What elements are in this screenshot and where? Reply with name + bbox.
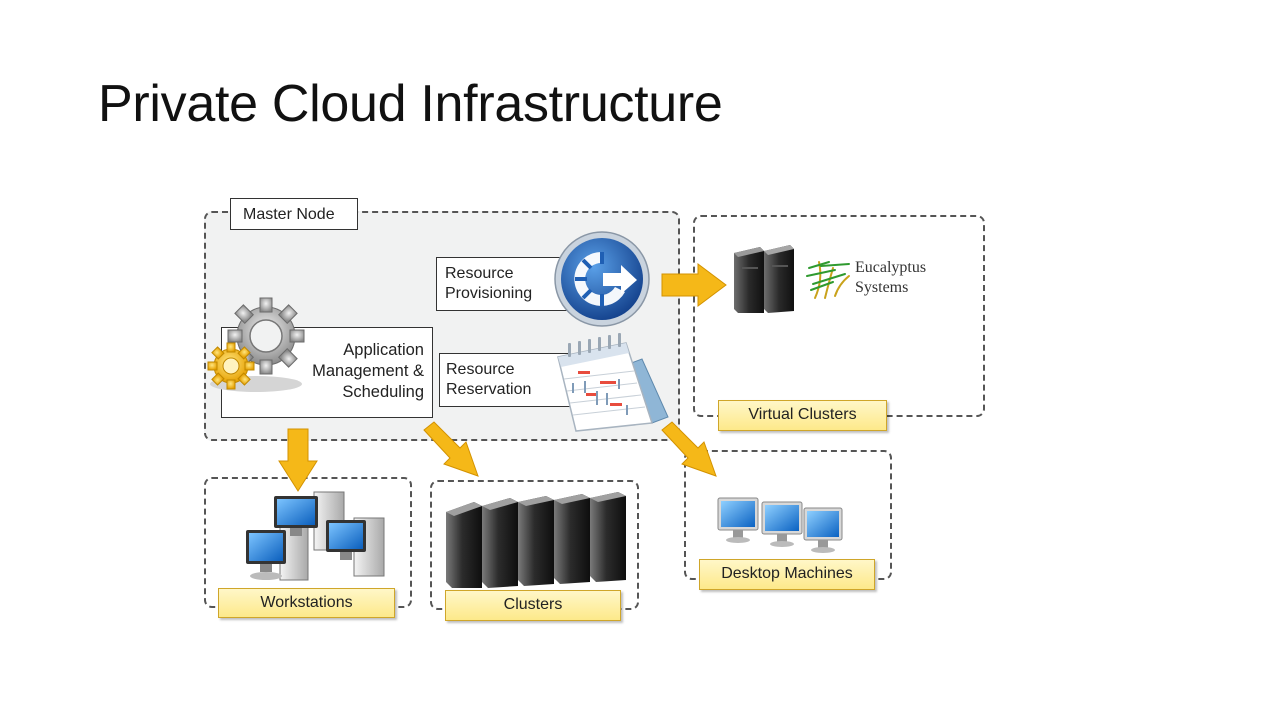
monitor-icon	[717, 497, 843, 553]
server-tower-icon	[446, 492, 626, 588]
arrow-to-workstations-icon	[278, 428, 318, 492]
virtual-clusters-region	[693, 215, 985, 417]
workstations-label: Workstations	[218, 588, 395, 618]
arrow-to-clusters-icon	[423, 421, 479, 477]
provisioning-line-2: Provisioning	[445, 285, 533, 302]
desktop-machines-illustration	[717, 497, 843, 553]
monitor-icon	[246, 496, 366, 580]
workstations-illustration	[246, 491, 385, 581]
resource-reservation-box: Resource Reservation	[439, 353, 571, 407]
gears-icon	[207, 297, 305, 392]
calendar-icon	[557, 333, 669, 432]
provisioning-arrow-icon	[554, 231, 650, 327]
application-line-3: Scheduling	[342, 383, 424, 401]
clusters-label: Clusters	[445, 590, 621, 621]
eucalyptus-line-2: Systems	[855, 279, 909, 296]
application-line-2: Management &	[312, 362, 424, 380]
master-node-label: Master Node	[230, 198, 358, 230]
arrow-to-desktop-machines-icon	[661, 421, 717, 477]
eucalyptus-systems-text: Eucalyptus Systems	[855, 258, 926, 298]
reservation-line-2: Reservation	[446, 381, 532, 398]
reservation-line-1: Resource	[446, 361, 515, 378]
virtual-clusters-label: Virtual Clusters	[718, 400, 887, 431]
desktop-machines-label: Desktop Machines	[699, 559, 875, 590]
resource-provisioning-box: Resource Provisioning	[436, 257, 568, 311]
slide-title: Private Cloud Infrastructure	[98, 75, 723, 133]
provisioning-line-1: Resource	[445, 265, 514, 282]
server-tower-icon	[734, 245, 794, 313]
application-line-1: Application	[343, 341, 424, 359]
clusters-illustration	[446, 492, 626, 588]
eucalyptus-line-1: Eucalyptus	[855, 259, 927, 276]
arrow-to-virtual-clusters-icon	[661, 263, 727, 307]
eucalyptus-logo-icon	[806, 261, 850, 299]
